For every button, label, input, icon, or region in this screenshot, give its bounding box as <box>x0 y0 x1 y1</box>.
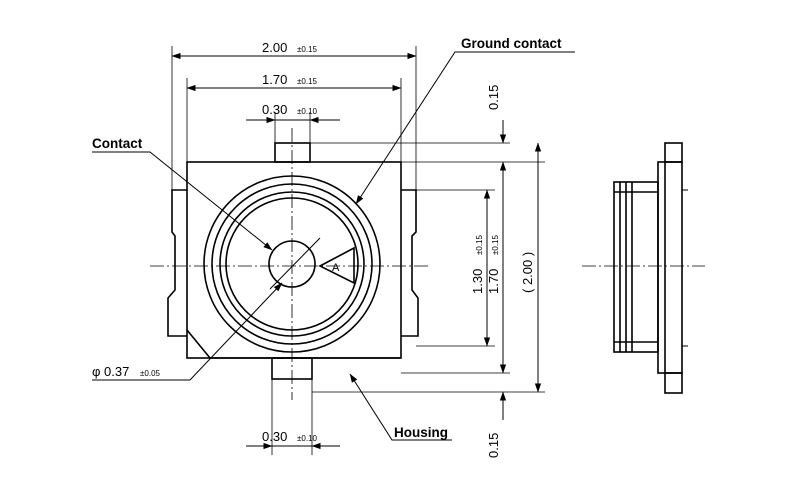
right-side-tab <box>401 189 419 337</box>
contact-label: Contact <box>92 136 143 151</box>
gap-bottom-value: 0.15 <box>486 433 501 458</box>
tab-bottom-value: 0.30 <box>262 429 287 444</box>
tab-top-tol: ±0.10 <box>297 107 318 116</box>
height-outer-value: 1.70 <box>486 269 501 294</box>
diameter-value: 0.37 <box>104 364 129 379</box>
diameter-symbol: φ <box>92 364 100 379</box>
housing-chamfer <box>186 329 400 359</box>
dimension-texts: 2.00 ±0.15 1.70 ±0.15 0.30 ±0.10 0.30 ±0… <box>92 40 535 458</box>
side-view <box>582 142 705 394</box>
diameter-diagonal <box>269 237 321 290</box>
leaders <box>92 51 575 441</box>
gap-top-value: 0.15 <box>486 85 501 110</box>
ground-contact-label: Ground contact <box>461 36 562 51</box>
callout-labels: Ground contact Contact Housing <box>92 36 562 440</box>
height-inner-value: 1.30 <box>470 269 485 294</box>
housing-label: Housing <box>394 425 448 440</box>
polarity-mark: A <box>332 262 340 274</box>
front-view: A <box>150 128 430 400</box>
extension-lines <box>171 46 545 455</box>
height-inner-tol: ±0.15 <box>475 234 484 255</box>
tab-bottom-tol: ±0.10 <box>297 434 318 443</box>
dimension-lines <box>171 52 542 450</box>
tab-top-value: 0.30 <box>262 102 287 117</box>
top-contact-tab <box>274 142 311 163</box>
width-overall-tol: ±0.15 <box>297 45 318 54</box>
polarity-triangle <box>318 246 355 285</box>
width-overall-value: 2.00 <box>262 40 287 55</box>
height-outer-tol: ±0.15 <box>491 234 500 255</box>
diameter-tol: ±0.05 <box>140 369 161 378</box>
height-overall-ref: ( 2.00 ) <box>520 252 535 293</box>
left-side-tab <box>167 189 187 337</box>
width-inner-value: 1.70 <box>262 72 287 87</box>
width-inner-tol: ±0.15 <box>297 77 318 86</box>
